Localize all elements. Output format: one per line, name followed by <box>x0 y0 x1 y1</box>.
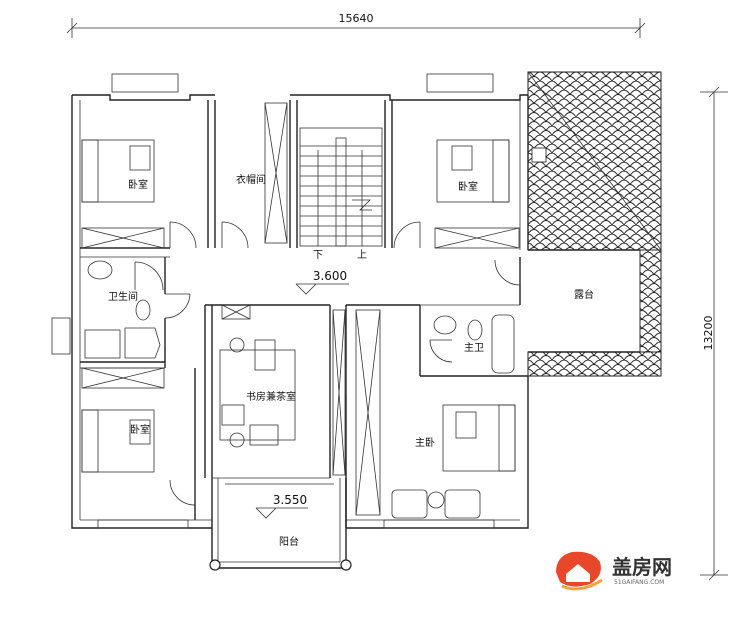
label-wardrobe: 衣帽间 <box>236 173 266 186</box>
watermark-logo: 盖房网 51GAIFANG.COM <box>556 551 672 591</box>
label-master-bath: 主卫 <box>464 342 484 354</box>
watermark-url: 51GAIFANG.COM <box>614 579 664 586</box>
label-bedroom-ne: 卧室 <box>458 180 478 193</box>
right-dimension: 13200 <box>700 86 728 581</box>
label-bedroom-sw: 卧室 <box>130 423 150 436</box>
top-windows <box>51 73 494 355</box>
top-dimension: 15640 <box>66 12 646 38</box>
height-dimension: 13200 <box>702 316 715 351</box>
interior-walls <box>80 100 528 528</box>
stair-down-label: 下 <box>313 250 323 261</box>
balcony <box>209 478 352 571</box>
staircase: 下 上 <box>299 127 383 261</box>
master-chairs <box>391 489 481 519</box>
label-bathroom: 卫生间 <box>108 290 138 303</box>
watermark-name: 盖房网 <box>612 555 672 579</box>
elevation-markers: 3.600 3.550 <box>255 269 349 519</box>
study-furniture <box>219 337 296 448</box>
doors <box>134 221 521 506</box>
exterior-walls <box>71 94 641 529</box>
roof-tiles <box>527 71 662 377</box>
house-icon <box>566 564 590 582</box>
label-terrace: 露台 <box>574 288 594 301</box>
hall-elevation: 3.600 <box>313 269 347 283</box>
room-labels: 卧室 衣帽间 卧室 卫生间 书房兼茶室 主卫 露台 卧室 主卧 阳台 <box>108 173 594 548</box>
balcony-elevation: 3.550 <box>273 493 307 507</box>
closets <box>81 102 520 516</box>
beds <box>81 139 516 473</box>
label-balcony: 阳台 <box>279 535 299 548</box>
stair-up-label: 上 <box>357 249 367 261</box>
label-study: 书房兼茶室 <box>246 390 296 403</box>
width-dimension: 15640 <box>339 12 374 25</box>
bath-fixtures <box>84 260 515 374</box>
label-bedroom-nw: 卧室 <box>128 178 148 191</box>
label-master-bedroom: 主卧 <box>415 436 435 449</box>
